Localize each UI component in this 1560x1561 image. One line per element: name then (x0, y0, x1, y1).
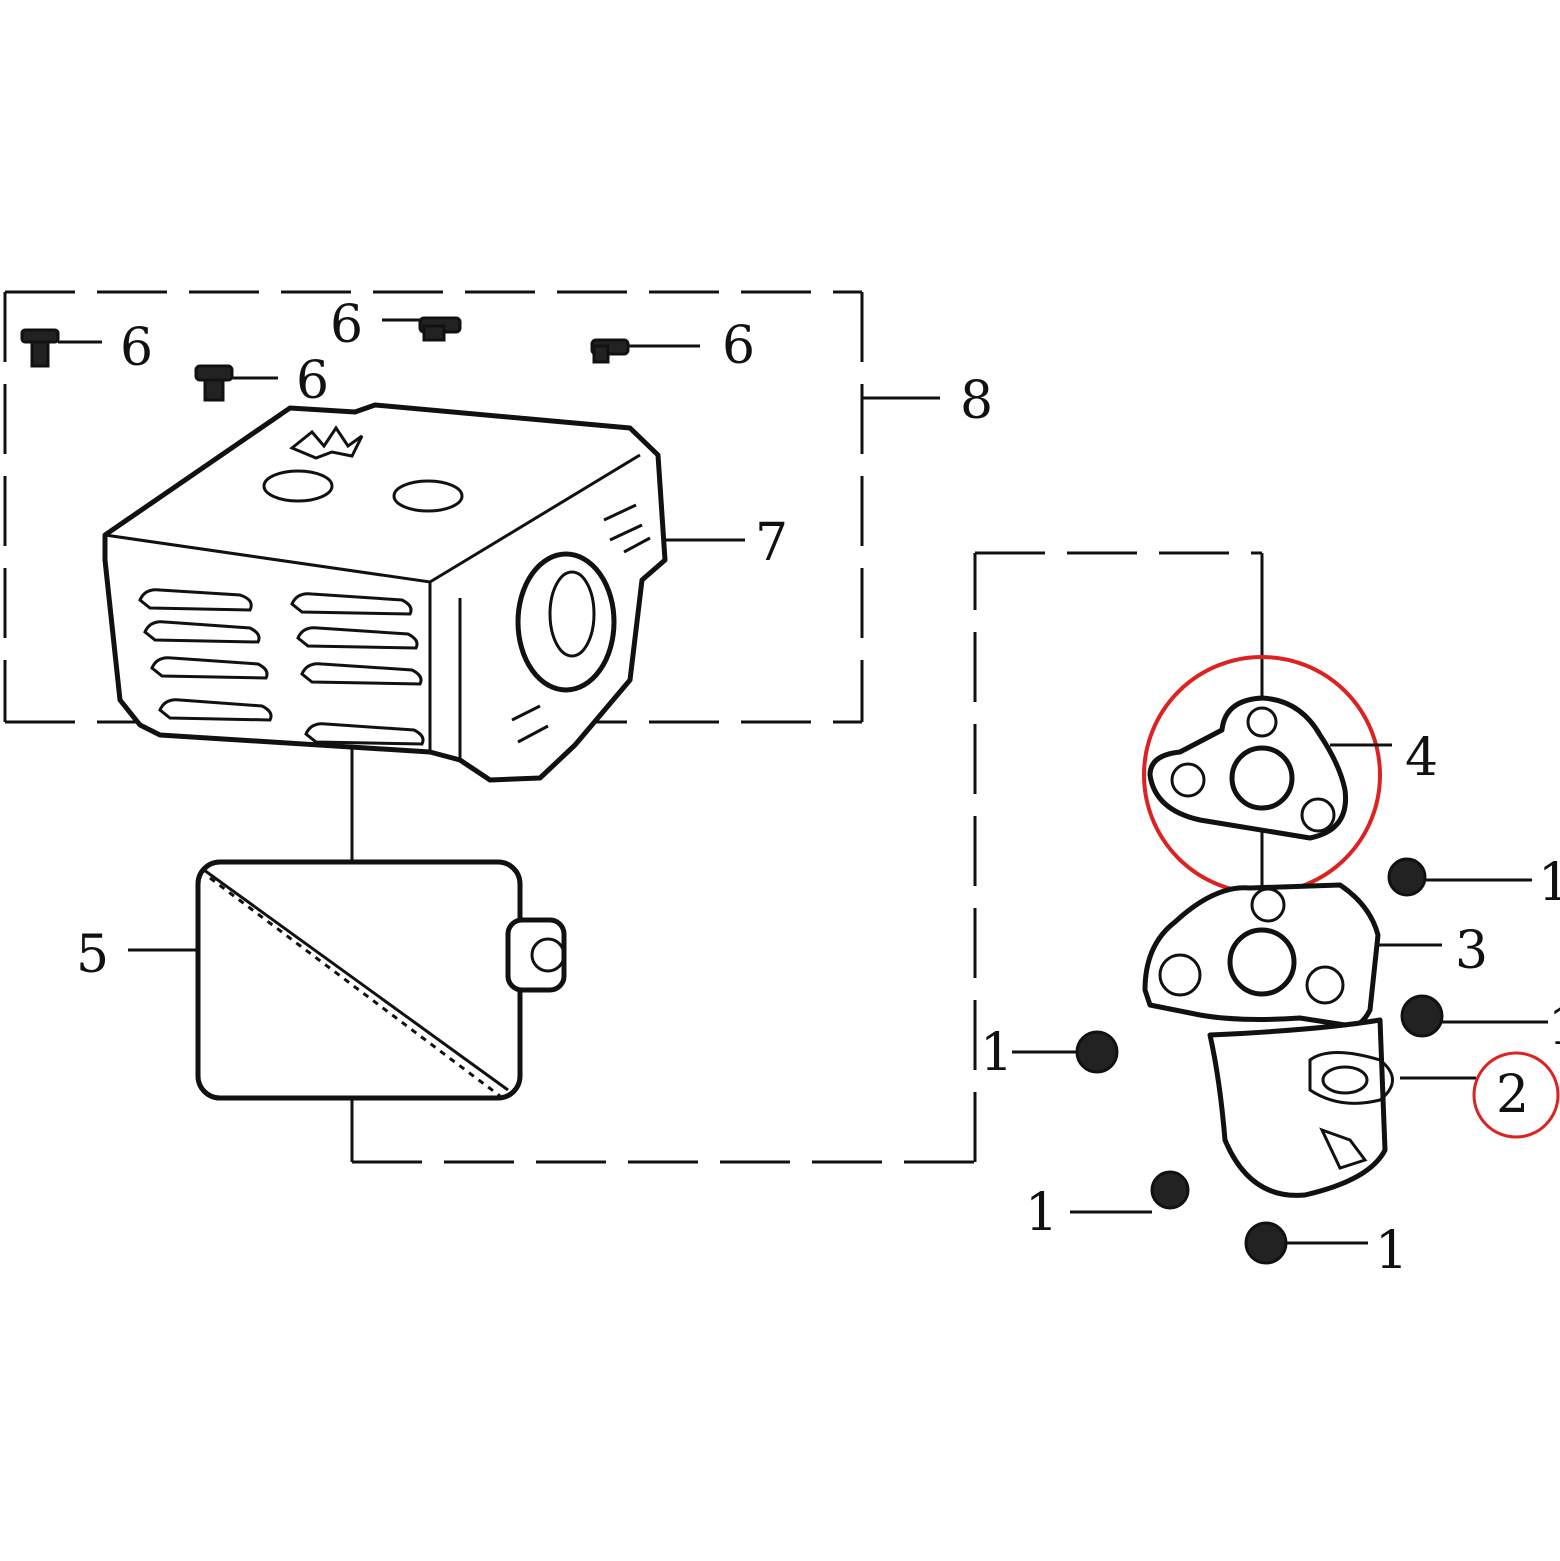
bolt-icon (20, 328, 60, 368)
highlight-circle (1472, 1051, 1560, 1139)
callout-label-1: 1 (1375, 1221, 1408, 1281)
nut-icon (1075, 857, 1444, 1265)
leader-lines (58, 318, 1548, 1245)
callout-label-1: 1 (1538, 853, 1560, 913)
callout-label-1: 1 (980, 1023, 1013, 1083)
flange-part (1142, 882, 1394, 1198)
callout-label-6: 6 (330, 295, 363, 355)
callout-label-7: 7 (755, 513, 788, 573)
callout-label-4: 4 (1405, 728, 1438, 788)
callout-label-8: 8 (960, 371, 993, 431)
bolt-icon (418, 316, 462, 342)
callout-label-6: 6 (722, 316, 755, 376)
callout-label-2: 2 (1496, 1065, 1529, 1125)
callout-label-3: 3 (1455, 921, 1488, 981)
bolt-icon (590, 338, 630, 364)
bolt-icon (194, 364, 234, 402)
callout-label-5: 5 (76, 925, 109, 985)
muffler-body (195, 859, 567, 1101)
callout-label-1: 1 (1548, 997, 1560, 1057)
callout-label-6: 6 (120, 318, 153, 378)
muffler-cover (102, 402, 668, 783)
gasket-part (1147, 695, 1349, 841)
callout-label-6: 6 (296, 351, 329, 411)
callout-label-1: 1 (1025, 1183, 1058, 1243)
